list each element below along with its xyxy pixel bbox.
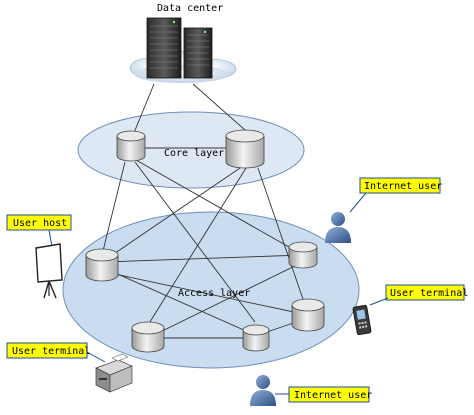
user-host-label: User host xyxy=(13,218,67,229)
printer-icon xyxy=(95,353,133,393)
person-icon xyxy=(325,212,351,243)
core-router-right xyxy=(225,129,265,169)
access-router-upper-left xyxy=(85,248,119,282)
access-router-upper-right xyxy=(288,241,318,269)
user-host-callout: User host xyxy=(6,214,72,253)
access-router-right xyxy=(291,298,325,332)
user-terminal-left-label: User terminal xyxy=(12,346,90,357)
connection-lines xyxy=(101,83,309,339)
internet-user-bottom-callout: Internet user xyxy=(275,386,372,403)
core-layer-label: Core layer xyxy=(164,148,224,159)
person-icon xyxy=(250,375,276,406)
data-center-label: Data center xyxy=(157,3,223,14)
internet-user-top-label: Internet user xyxy=(364,181,442,192)
whiteboard-icon xyxy=(35,243,63,299)
server-icon xyxy=(146,17,213,79)
internet-user-bottom-label: Internet user xyxy=(294,390,372,401)
user-terminal-right-label: User terminal xyxy=(390,288,468,299)
mobile-phone-icon xyxy=(352,304,372,336)
internet-user-top-callout: Internet user xyxy=(349,177,442,213)
access-router-bottom-right xyxy=(242,324,270,352)
access-layer-label: Access layer xyxy=(178,288,250,299)
access-router-bottom-left xyxy=(131,321,165,353)
cloud-icon xyxy=(129,50,237,83)
core-router-left xyxy=(116,130,146,162)
user-terminal-right-callout: User terminal xyxy=(369,284,468,306)
user-terminal-left-callout: User terminal xyxy=(6,342,106,363)
